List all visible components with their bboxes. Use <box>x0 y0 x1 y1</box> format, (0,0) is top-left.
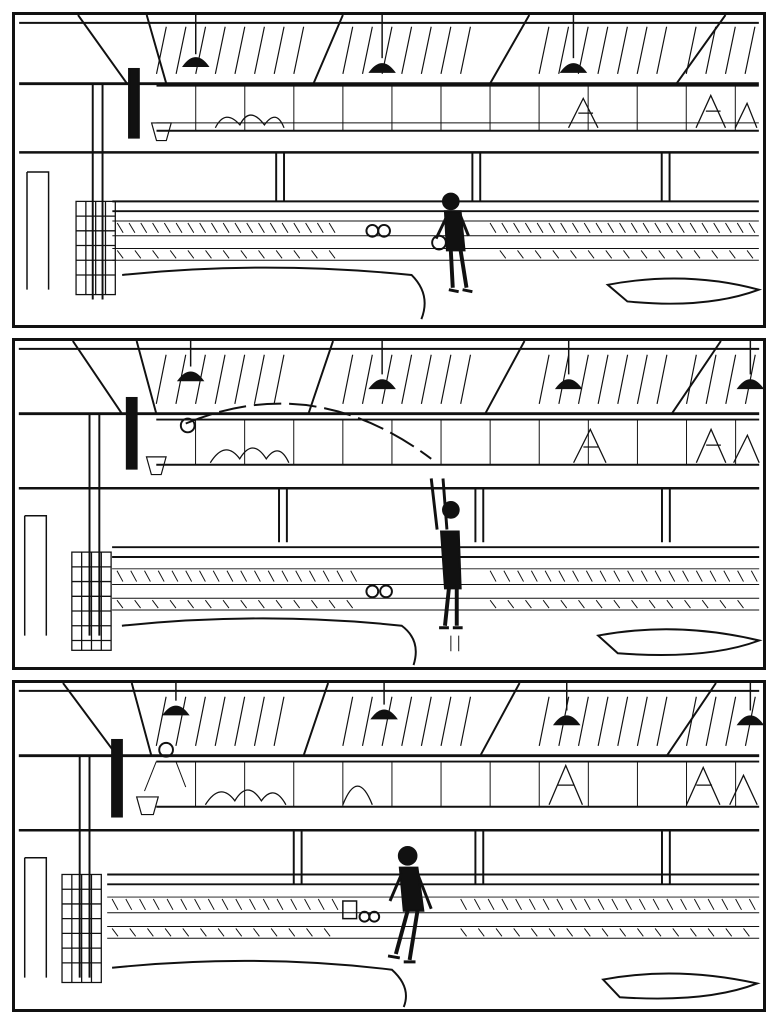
ceiling-lamp <box>176 341 763 390</box>
ball-motion-lines <box>144 761 187 792</box>
player-figure <box>387 846 433 964</box>
basketball <box>158 741 174 758</box>
basketball <box>431 234 447 251</box>
basketball-hoop <box>128 67 172 142</box>
window-trees <box>204 763 758 806</box>
panel-2-drawing <box>18 341 763 666</box>
comic-panel-1 <box>12 12 766 328</box>
window-trees <box>214 93 758 129</box>
player-figure <box>431 192 473 294</box>
panel-3-drawing <box>18 683 763 1008</box>
basketball-hoop <box>125 396 167 476</box>
ceiling-lamp <box>162 683 763 726</box>
goal-net <box>71 551 112 651</box>
comic-panel-3 <box>12 680 766 1012</box>
window-trees <box>209 427 760 464</box>
basketball <box>179 417 196 434</box>
comic-panel-2 <box>12 338 766 670</box>
ball-trajectory <box>185 402 432 460</box>
goal-net <box>61 873 102 984</box>
player-figure <box>429 478 463 652</box>
goal-net <box>75 200 116 296</box>
basketball-hoop <box>111 738 160 818</box>
ceiling-lamp <box>182 15 588 73</box>
panel-1-drawing <box>19 15 763 320</box>
